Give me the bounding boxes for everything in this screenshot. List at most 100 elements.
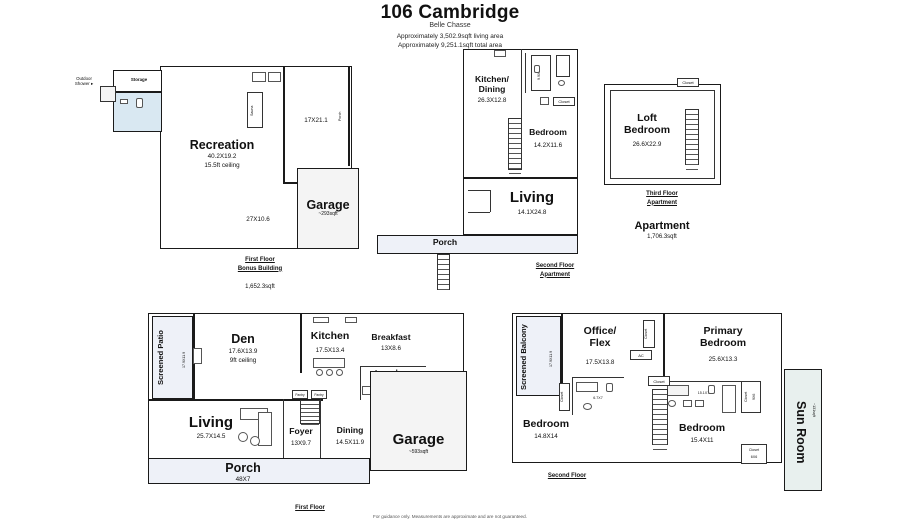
disclaimer-text: For guidance only. Measurements are appr… xyxy=(373,514,527,519)
screened-balcony xyxy=(516,316,561,396)
second-floor-vertical-closet-label: Closet xyxy=(560,391,564,403)
closet-6x6-dim: 6X6 xyxy=(750,455,758,459)
apt-second-floor-label: Second Floor Apartment xyxy=(500,262,610,279)
foyer-left-wall xyxy=(283,399,284,459)
second-floor-vertical-closet xyxy=(559,383,570,411)
foyer-label: Foyer xyxy=(289,426,313,436)
foyer-right-wall xyxy=(320,399,321,459)
main-garage-area: ~593sqft xyxy=(408,449,429,455)
apt-bedroom-label: Bedroom xyxy=(529,127,567,137)
foyer-dim: 13X9.7 xyxy=(291,440,311,447)
main-garage xyxy=(370,371,467,471)
loft-staircase xyxy=(685,109,699,170)
primary-bath-sink xyxy=(668,400,676,407)
shower-pad xyxy=(100,86,116,102)
primary-bath-toilet xyxy=(708,385,715,394)
apt-range-fixture xyxy=(494,50,506,57)
second-bedroom-right-label: Bedroom xyxy=(678,422,726,434)
apt-kitchen-line1: Kitchen/ xyxy=(475,74,509,84)
kitchen-left-wall xyxy=(300,313,302,373)
bonus-garage xyxy=(297,168,359,249)
dining-label: Dining xyxy=(336,425,364,435)
sun-room-area: ~131sqft xyxy=(812,403,816,417)
apt-living-label: Living xyxy=(509,189,555,206)
kitchen-label: Kitchen xyxy=(310,330,350,342)
apt-vanity xyxy=(540,97,549,105)
hall-bath-left xyxy=(572,377,573,415)
living-ottoman-a xyxy=(238,432,248,442)
living-area-text: Approximately 3,502.9sqft living area xyxy=(396,33,504,40)
main-living-dim: 25.7X14.5 xyxy=(196,433,226,440)
breakfast-dim: 13X8.6 xyxy=(381,345,401,352)
den-ceiling: 9ft ceiling xyxy=(229,357,257,364)
sink-fixture-bonus xyxy=(120,99,128,104)
apt-porch xyxy=(377,235,578,254)
apt-third-floor-label: Third Floor Apartment xyxy=(607,190,717,207)
apt-staircase xyxy=(508,118,522,174)
primary-line2: Bedroom xyxy=(699,336,747,349)
hall-bath-toilet xyxy=(606,383,613,392)
screened-balcony-line2: Balcony xyxy=(519,324,528,354)
primary-bath-shower xyxy=(722,385,736,413)
closet-6x6-box xyxy=(741,444,767,464)
screened-patio-line2: Patio xyxy=(156,330,165,350)
closet-6x6-label: Closet xyxy=(748,448,760,452)
bonus-right-wall xyxy=(348,66,350,166)
recreation-label: Recreation xyxy=(189,138,255,152)
primary-left-wall xyxy=(663,313,665,381)
main-porch-label: Porch xyxy=(225,461,261,475)
main-garage-label: Garage xyxy=(392,431,445,448)
den-bottom-wall xyxy=(148,399,323,401)
pantry-left: Pantry xyxy=(292,390,308,399)
sun-room-label: Sun Room xyxy=(794,400,808,464)
apt-living-nook-side xyxy=(490,190,491,212)
apt-closet: Closet xyxy=(553,97,575,106)
office-closet xyxy=(643,320,655,348)
pantry-right: Pantry xyxy=(311,390,327,399)
sauna-room xyxy=(247,92,263,128)
kitchen-range xyxy=(345,317,357,323)
living-chaise xyxy=(258,412,272,446)
sauna-label: Sauna xyxy=(250,105,254,117)
bonus-floor-label: First Floor Bonus Building xyxy=(195,256,325,273)
primary-bath-vanity-b xyxy=(695,400,704,407)
office-flex-dim: 17.5X13.8 xyxy=(585,359,615,366)
loft-dim: 26.6X22.9 xyxy=(632,141,662,148)
apt-kitchen-dining-label: Kitchen/ Dining xyxy=(463,74,521,94)
office-flex-line1: Office/ xyxy=(583,325,617,337)
sun-room xyxy=(784,369,822,491)
office-closet-label: Closet xyxy=(644,328,648,340)
second-floor-staircase xyxy=(652,389,668,450)
page-title: 106 Cambridge xyxy=(380,2,520,23)
apt-bath-tub xyxy=(556,55,570,77)
kitchen-stool-a xyxy=(316,369,323,376)
apartment-summary-title: Apartment xyxy=(634,220,690,232)
second-bedroom-left-dim: 14.8X14 xyxy=(534,433,558,440)
apt-living-nook-bottom xyxy=(468,212,490,213)
closet-9x6-box xyxy=(741,381,761,413)
kitchen-counter-top xyxy=(313,317,329,323)
apt-bedroom-dim: 14.2X11.6 xyxy=(533,142,563,149)
loft-line2: Bedroom xyxy=(623,123,671,136)
toilet-fixture-bonus xyxy=(136,98,143,108)
main-porch xyxy=(148,458,370,484)
den-window-seat xyxy=(193,348,202,364)
screened-patio xyxy=(152,316,193,399)
den-dim: 17.6X13.9 xyxy=(228,348,258,355)
dining-dim: 14.5X11.9 xyxy=(335,439,365,446)
main-porch-dim: 48X7 xyxy=(235,476,251,483)
storage-label: Storage xyxy=(130,77,148,82)
hall-bath-dim: 6.7X7 xyxy=(593,396,603,400)
apt-porch-label: Porch xyxy=(432,237,458,247)
breakfast-label: Breakfast xyxy=(371,332,411,342)
loft-label: Loft Bedroom xyxy=(608,112,686,137)
screened-patio-label: Screened Patio xyxy=(156,322,171,394)
loft-line1: Loft xyxy=(637,112,657,124)
apt-bath-sink xyxy=(558,80,565,86)
storage-room xyxy=(113,70,162,92)
page-subtitle: Belle Chasse xyxy=(429,22,471,29)
bonus-garage-label: Garage xyxy=(306,198,350,212)
apt-kitchen-bedroom-divider xyxy=(521,49,522,128)
